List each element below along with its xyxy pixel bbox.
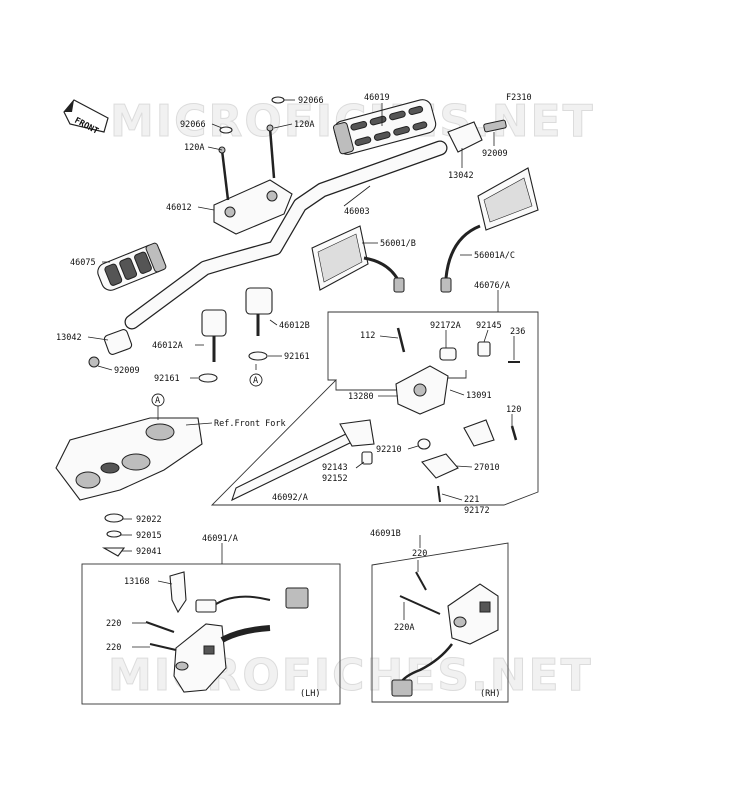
callout-221: 221 [464, 495, 479, 505]
lower-holder-a [201, 309, 227, 362]
mirror-right [440, 167, 539, 293]
lever-holder [395, 327, 449, 415]
callout-92066-left: 92066 [180, 120, 206, 130]
callout-56001B: 56001/B [380, 239, 416, 249]
clamp-13091 [463, 419, 495, 447]
callout-92066-top: 92066 [298, 96, 324, 106]
callout-92009-top: 92009 [482, 149, 508, 159]
top-triple-clamp [55, 417, 203, 501]
lh-switch-box [81, 563, 341, 705]
callout-a-mid: A [253, 376, 258, 386]
callout-120: 120 [506, 405, 521, 415]
washer-92066-left [219, 126, 233, 134]
bolt-120 [510, 425, 518, 441]
callout-92145: 92145 [476, 321, 502, 331]
collar-92143 [361, 451, 373, 465]
callout-92015: 92015 [136, 531, 162, 541]
callout-46075: 46075 [70, 258, 96, 268]
nut-92015 [106, 530, 122, 538]
screw-220A-rh [399, 595, 441, 615]
leader-lines [87, 99, 515, 648]
rh-switch-box [371, 542, 509, 703]
plate-13168 [169, 571, 187, 614]
marker-a-mid [249, 373, 263, 387]
handlebar-tube [124, 140, 448, 330]
callout-92143: 92143 [322, 463, 348, 473]
upper-holder [213, 124, 293, 235]
washer-92161-left [198, 373, 218, 383]
callout-120A-left: 120A [184, 143, 204, 153]
callout-13168: 13168 [124, 577, 150, 587]
screw-220-lh2 [149, 643, 177, 651]
callout-92172A: 92172A [430, 321, 461, 331]
mirror-left [311, 225, 405, 293]
lower-holder-b [245, 287, 273, 336]
callout-46012A: 46012A [152, 341, 183, 351]
right-grip [332, 99, 437, 155]
callout-13042-left: 13042 [56, 333, 82, 343]
screw-221 [437, 485, 441, 503]
clip-92041 [101, 547, 126, 557]
callout-220A-rh: 220A [394, 623, 414, 633]
callout-92172: 92172 [464, 506, 490, 516]
nut-92210 [417, 438, 431, 450]
washer-92022 [104, 513, 124, 523]
lh-switch-housing [173, 587, 309, 693]
callout-46091B: 46091B [370, 529, 401, 539]
callout-220-rh: 220 [412, 549, 427, 559]
callout-46091A: 46091/A [202, 534, 238, 544]
washer-92066-top [271, 96, 285, 104]
front-arrow-icon: FRONT [63, 99, 109, 137]
callout-13280: 13280 [348, 392, 374, 402]
callout-92152: 92152 [322, 474, 348, 484]
screw-220-lh1 [145, 621, 175, 633]
callout-120A-top: 120A [294, 120, 314, 130]
rh-switch-housing [391, 583, 499, 697]
callout-236: 236 [510, 327, 525, 337]
callout-13091: 13091 [466, 391, 492, 401]
callout-92041: 92041 [136, 547, 162, 557]
figure-code: F2310 [506, 93, 532, 103]
callout-92161-left: 92161 [154, 374, 180, 384]
callout-46012B: 46012B [279, 321, 310, 331]
callout-92022: 92022 [136, 515, 162, 525]
callout-rh: (RH) [480, 689, 500, 699]
callout-56001AC: 56001A/C [474, 251, 515, 261]
spring-92145 [477, 341, 491, 357]
callout-220-lh2: 220 [106, 643, 121, 653]
callout-lh: (LH) [300, 689, 320, 699]
callout-92210: 92210 [376, 445, 402, 455]
lever-assembly-box [210, 311, 539, 506]
callout-27010: 27010 [474, 463, 500, 473]
callout-a-top: A [155, 396, 160, 406]
callout-46019: 46019 [364, 93, 390, 103]
adjuster-92172A [439, 347, 457, 361]
left-grip [97, 242, 167, 291]
callout-46003: 46003 [344, 207, 370, 217]
clutch-lever [231, 419, 375, 502]
callout-92009-left: 92009 [114, 366, 140, 376]
callout-13042-top: 13042 [448, 171, 474, 181]
callout-112: 112 [360, 331, 375, 341]
callout-46076A: 46076/A [474, 281, 510, 291]
bar-end-weight-left [88, 329, 133, 368]
callout-92161-right: 92161 [284, 352, 310, 362]
switch-27010 [421, 453, 459, 479]
callout-46092A: 46092/A [272, 493, 308, 503]
callout-ref-front-fork: Ref.Front Fork [214, 419, 286, 429]
bar-end-weight-right [447, 119, 507, 153]
callout-46012: 46012 [166, 203, 192, 213]
screw-220-rh [415, 571, 427, 591]
callout-220-lh1: 220 [106, 619, 121, 629]
washer-92161-right [248, 351, 268, 361]
